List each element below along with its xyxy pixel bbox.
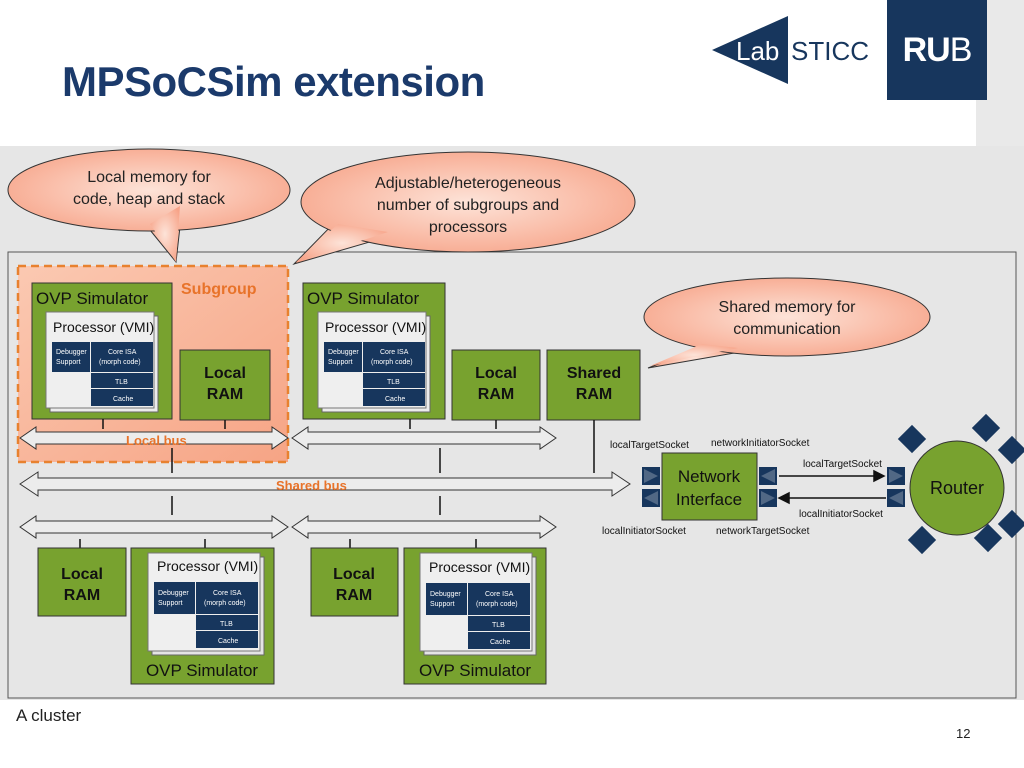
support-label: Support <box>158 600 183 607</box>
ni-router-arrows <box>777 469 886 505</box>
cache-label: Cache <box>385 396 405 403</box>
local-ram-bottom-left: Local RAM <box>37 547 127 617</box>
slide-footer <box>0 700 1024 768</box>
support-label: Support <box>328 359 353 366</box>
shared-ram: Shared RAM <box>546 349 641 421</box>
cluster-frame <box>7 251 1017 699</box>
cache-label: Cache <box>218 638 238 645</box>
debugger-label: Debugger <box>430 591 461 598</box>
local-bus-top-left: Local bus <box>19 426 289 450</box>
labsticc-logo-left: Lab <box>736 36 779 66</box>
slide-title: MPSoCSim extension <box>62 58 485 105</box>
network-interface-line2: Interface <box>676 490 742 509</box>
shared-ram-line1: Shared <box>567 365 621 382</box>
ovp-simulator-bottom-left: Processor (VMI) Debugger Support Core IS… <box>130 547 275 685</box>
callout-adjustable-line2: number of subgroups and <box>377 197 559 214</box>
page-number: 12 <box>956 726 971 741</box>
socket-network-initiator: networkInitiatorSocket <box>711 438 810 449</box>
core-isa-label: Core ISA <box>485 591 514 598</box>
router: Router <box>897 413 1024 555</box>
shared-ram-line2: RAM <box>576 386 612 403</box>
socket-local-initiator-right: localInitiatorSocket <box>799 509 883 520</box>
local-ram-line1: Local <box>333 566 375 583</box>
network-interface: Network Interface <box>661 452 758 521</box>
subgroup-outline <box>16 264 290 464</box>
tlb-label: TLB <box>115 379 128 386</box>
processor-vmi-label: Processor (VMI) <box>157 558 258 574</box>
ovp-simulator-top-middle: OVP Simulator Processor (VMI) Debugger S… <box>302 282 446 420</box>
ovp-simulator-label: OVP Simulator <box>36 289 148 308</box>
local-ram-line1: Local <box>204 365 246 382</box>
router-label: Router <box>930 478 984 498</box>
cache-label: Cache <box>113 396 133 403</box>
local-ram-line2: RAM <box>64 587 100 604</box>
socket-local-initiator-bottom: localInitiatorSocket <box>602 526 686 537</box>
callout-local-memory-line1: Local memory for <box>87 169 211 186</box>
local-ram-line1: Local <box>61 566 103 583</box>
subgroup-label: Subgroup <box>181 281 257 298</box>
callout-adjustable: Adjustable/heterogeneous number of subgr… <box>292 151 636 266</box>
socket-local-target-right: localTargetSocket <box>803 459 882 470</box>
bus-connectors-bottom <box>79 496 477 548</box>
morph-code-label: (morph code) <box>476 601 518 608</box>
network-interface-line1: Network <box>678 467 741 486</box>
shared-bus-label: Shared bus <box>276 478 347 493</box>
local-bus-bottom-left <box>19 515 289 539</box>
ovp-simulator-top-left: OVP Simulator Processor (VMI) Debugger S… <box>31 282 173 420</box>
tlb-label: TLB <box>492 622 505 629</box>
local-ram-top-left: Local RAM <box>179 349 271 421</box>
callout-local-memory-line2: code, heap and stack <box>73 191 226 208</box>
labsticc-logo: Lab STICC <box>712 16 869 84</box>
local-ram-line2: RAM <box>207 386 243 403</box>
debugger-label: Debugger <box>328 349 359 356</box>
ovp-simulator-label: OVP Simulator <box>307 289 419 308</box>
debugger-label: Debugger <box>56 349 87 356</box>
callout-shared-memory-line2: communication <box>733 321 841 338</box>
rub-logo-thin: B <box>949 30 973 69</box>
processor-vmi-label: Processor (VMI) <box>325 319 426 335</box>
caption: A cluster <box>16 706 82 725</box>
morph-code-label: (morph code) <box>204 600 246 607</box>
callout-shared-memory: Shared memory for communication <box>643 277 931 369</box>
callout-adjustable-line3: processors <box>429 219 507 236</box>
local-bus-label: Local bus <box>126 433 187 448</box>
local-ram-line2: RAM <box>336 587 372 604</box>
ni-sockets <box>642 467 905 507</box>
tlb-label: TLB <box>387 379 400 386</box>
morph-code-label: (morph code) <box>99 359 141 366</box>
ovp-simulator-bottom-middle: Processor (VMI) Debugger Support Core IS… <box>403 547 547 685</box>
core-isa-label: Core ISA <box>213 590 242 597</box>
tlb-label: TLB <box>220 621 233 628</box>
shared-bus: Shared bus <box>19 471 631 497</box>
callout-adjustable-line1: Adjustable/heterogeneous <box>375 175 561 192</box>
ovp-simulator-label: OVP Simulator <box>146 661 258 680</box>
support-label: Support <box>430 601 455 608</box>
processor-vmi-label: Processor (VMI) <box>53 319 154 335</box>
callout-local-memory: Local memory for code, heap and stack <box>7 148 291 264</box>
socket-network-target: networkTargetSocket <box>716 526 810 537</box>
ovp-simulator-label: OVP Simulator <box>419 661 531 680</box>
local-bus-bottom-middle <box>291 515 557 539</box>
debugger-label: Debugger <box>158 590 189 597</box>
local-ram-top-middle: Local RAM <box>451 349 541 421</box>
labsticc-logo-right: STICC <box>791 36 869 66</box>
local-bus-top-middle <box>291 426 557 450</box>
bus-connectors-top <box>102 419 595 473</box>
socket-local-target-top: localTargetSocket <box>610 440 689 451</box>
core-isa-label: Core ISA <box>380 349 409 356</box>
callout-shared-memory-line1: Shared memory for <box>719 299 857 316</box>
local-ram-line1: Local <box>475 365 517 382</box>
cache-label: Cache <box>490 639 510 646</box>
processor-vmi-label: Processor (VMI) <box>429 559 530 575</box>
morph-code-label: (morph code) <box>371 359 413 366</box>
slide-header: MPSoCSim extension <box>0 0 976 146</box>
rub-logo-bold: RU <box>902 30 951 69</box>
core-isa-label: Core ISA <box>108 349 137 356</box>
support-label: Support <box>56 359 81 366</box>
local-ram-bottom-middle: Local RAM <box>310 547 399 617</box>
local-ram-line2: RAM <box>478 386 514 403</box>
